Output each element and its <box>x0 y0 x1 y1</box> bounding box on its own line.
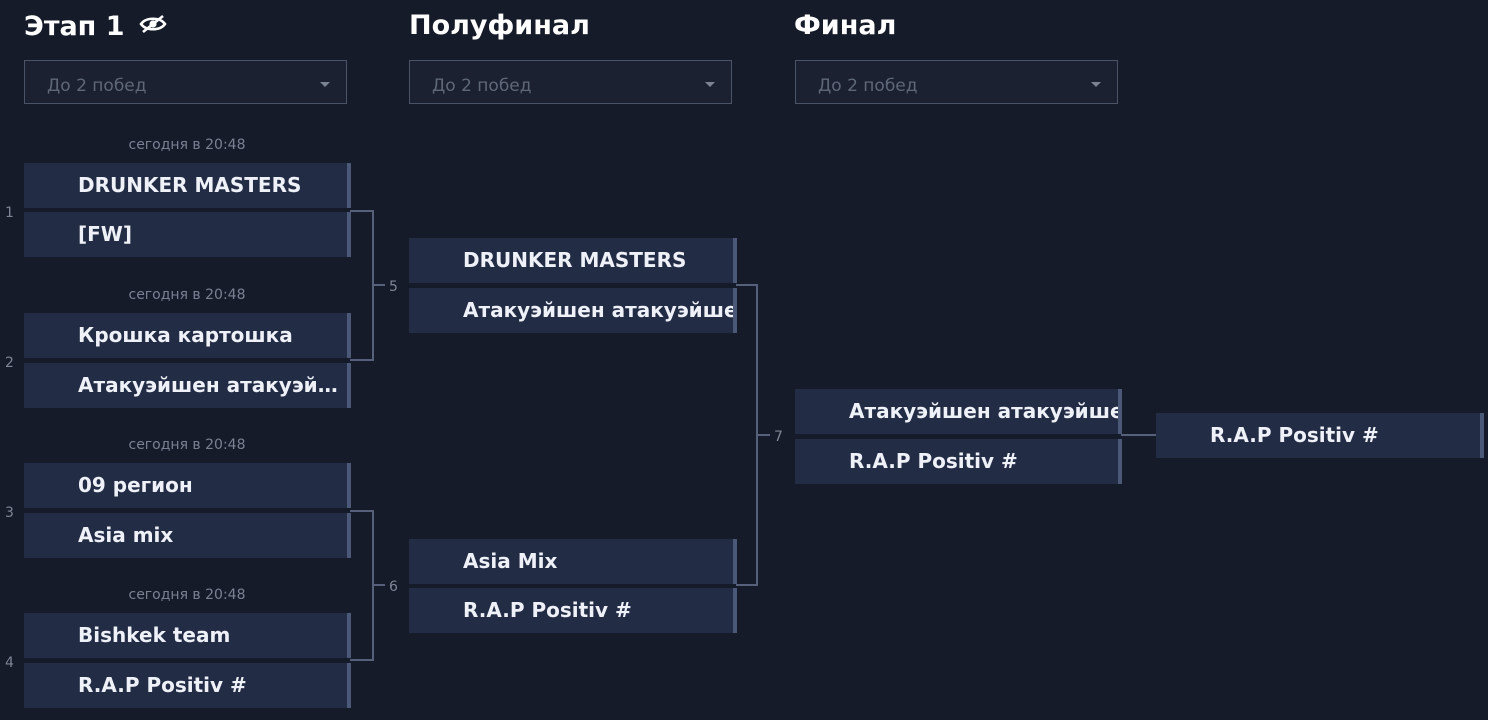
team-name: Атакуэйшен атакуэйшен <box>849 399 1118 423</box>
winner-name: R.A.P Positiv # <box>1210 423 1379 447</box>
match-1-number: 1 <box>5 205 14 221</box>
match-1-team-1[interactable]: DRUNKER MASTERS <box>24 163 351 208</box>
team-name: R.A.P Positiv # <box>849 449 1018 473</box>
team-name: Asia Mix <box>463 549 558 573</box>
match-3-team-1[interactable]: 09 регион <box>24 463 351 508</box>
final-format-value: До 2 побед <box>818 76 918 96</box>
match-5-number: 5 <box>389 279 398 295</box>
team-name: R.A.P Positiv # <box>78 673 247 697</box>
chevron-down-icon <box>320 82 330 87</box>
chevron-down-icon <box>705 82 715 87</box>
match-1-time: сегодня в 20:48 <box>128 137 246 153</box>
chevron-down-icon <box>1091 82 1101 87</box>
match-6-team-2[interactable]: R.A.P Positiv # <box>409 588 737 633</box>
team-name: Asia mix <box>78 523 174 547</box>
match-4-team-1[interactable]: Bishkek team <box>24 613 351 658</box>
match-2-team-2[interactable]: Атакуэйшен атакуэйшен <box>24 363 351 408</box>
team-name: Крошка картошка <box>78 323 293 347</box>
match-3-time: сегодня в 20:48 <box>128 437 246 453</box>
semifinal-format-value: До 2 побед <box>432 76 532 96</box>
round-title-stage-1: Этап 1 <box>24 10 168 42</box>
team-name: Атакуэйшен атакуэйшен <box>78 373 339 397</box>
match-4-time: сегодня в 20:48 <box>128 587 246 603</box>
eye-slash-icon[interactable] <box>138 10 168 34</box>
final-format-select[interactable]: До 2 побед <box>795 60 1118 104</box>
match-3-team-2[interactable]: Asia mix <box>24 513 351 558</box>
winner-slot[interactable]: R.A.P Positiv # <box>1156 413 1484 458</box>
match-1-team-2[interactable]: [FW] <box>24 212 351 257</box>
match-7-team-2[interactable]: R.A.P Positiv # <box>795 439 1122 484</box>
team-name: [FW] <box>78 222 133 246</box>
match-4-number: 4 <box>5 655 14 671</box>
match-7-number: 7 <box>774 429 783 445</box>
match-6-number: 6 <box>389 579 398 595</box>
round-title-semifinal: Полуфинал <box>409 10 590 41</box>
team-name: 09 регион <box>78 473 193 497</box>
match-7-team-1[interactable]: Атакуэйшен атакуэйшен <box>795 389 1122 434</box>
round-title-stage-1-text: Этап 1 <box>24 11 125 42</box>
team-name: Bishkek team <box>78 623 231 647</box>
match-5-team-1[interactable]: DRUNKER MASTERS <box>409 238 737 283</box>
match-2-time: сегодня в 20:48 <box>128 287 246 303</box>
match-4-team-2[interactable]: R.A.P Positiv # <box>24 663 351 708</box>
match-2-team-1[interactable]: Крошка картошка <box>24 313 351 358</box>
team-name: Атакуэйшен атакуэйшен <box>463 298 733 322</box>
team-name: DRUNKER MASTERS <box>463 248 687 272</box>
semifinal-format-select[interactable]: До 2 побед <box>409 60 732 104</box>
team-name: R.A.P Positiv # <box>463 598 632 622</box>
match-5-team-2[interactable]: Атакуэйшен атакуэйшен <box>409 288 737 333</box>
match-6-team-1[interactable]: Asia Mix <box>409 539 737 584</box>
team-name: DRUNKER MASTERS <box>78 173 302 197</box>
round-title-final: Финал <box>794 10 897 41</box>
match-2-number: 2 <box>5 355 14 371</box>
stage-1-format-value: До 2 побед <box>47 76 147 96</box>
match-3-number: 3 <box>5 505 14 521</box>
stage-1-format-select[interactable]: До 2 побед <box>24 60 347 104</box>
